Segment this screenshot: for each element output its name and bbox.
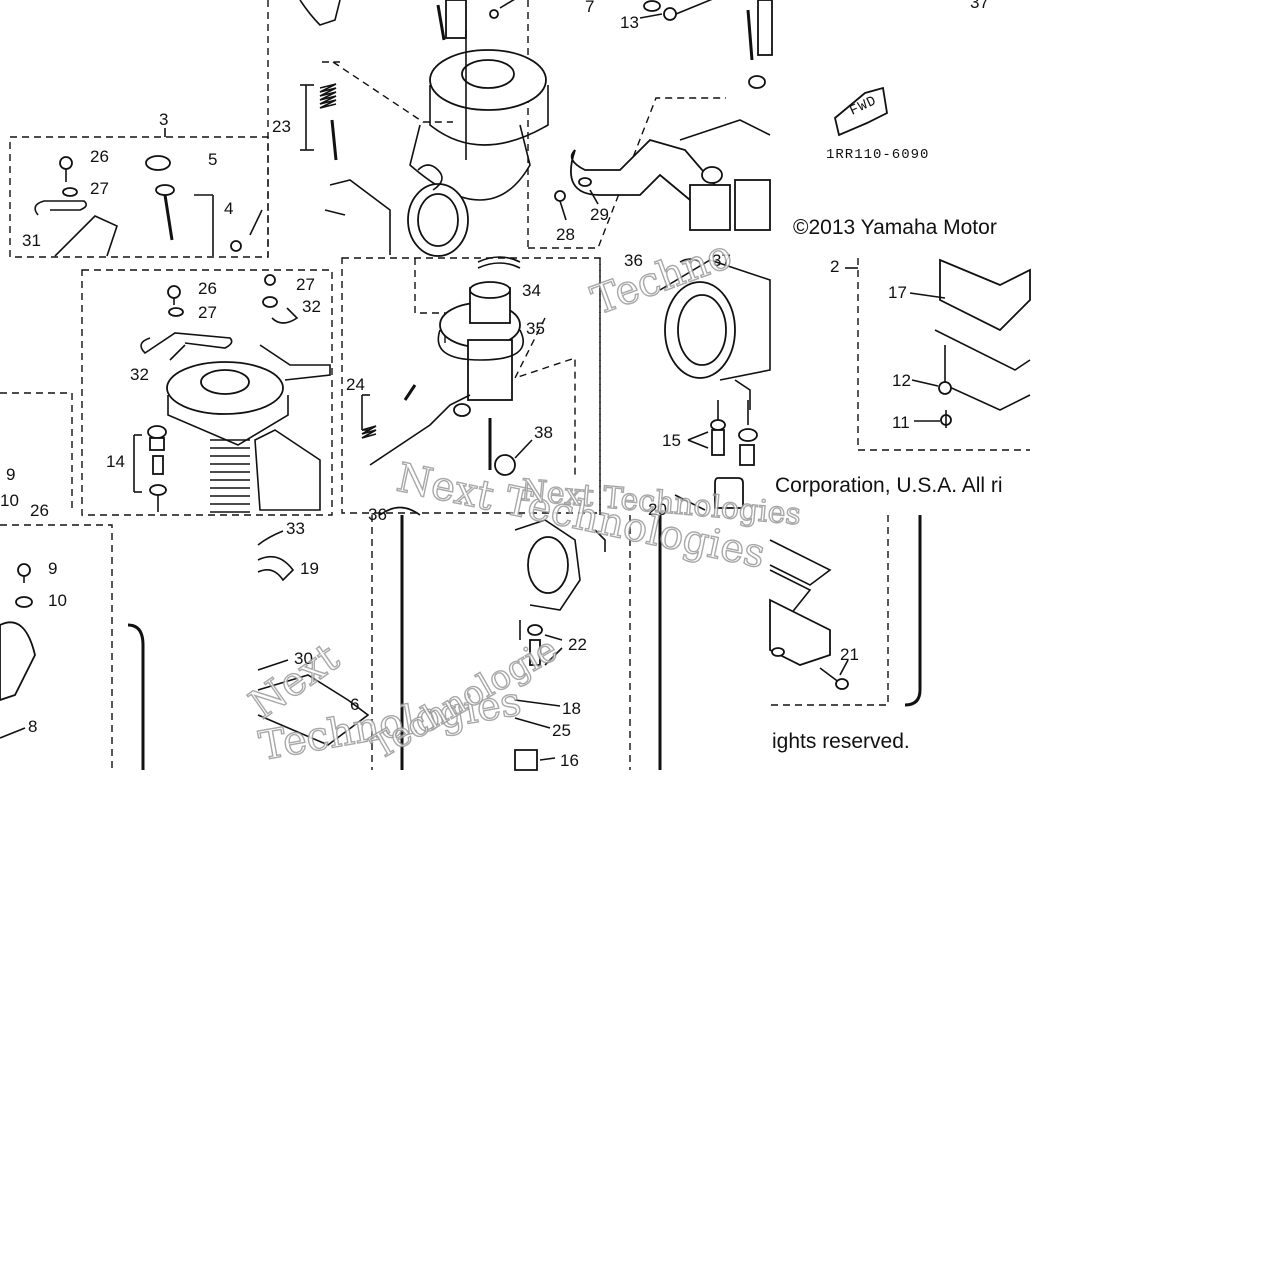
label-33: 33 <box>286 519 305 538</box>
sensor-20 <box>714 477 744 509</box>
label-22: 22 <box>568 635 587 654</box>
label-18: 18 <box>562 699 581 718</box>
bowl-cover-8 <box>0 621 36 701</box>
tile-center <box>341 256 601 516</box>
fwd-arrow-icon <box>833 86 888 137</box>
label-32a: 32 <box>130 365 149 384</box>
label-36b: 36 <box>624 251 643 270</box>
label-31: 31 <box>22 231 41 250</box>
part-labels: 2 3 4 5 6 7 8 9 9 10 10 11 12 13 14 15 1… <box>0 0 989 770</box>
label-27a: 27 <box>90 179 109 198</box>
label-9a: 9 <box>6 465 15 484</box>
washer-29 <box>578 177 592 187</box>
label-26b: 26 <box>198 279 217 298</box>
label-9b: 9 <box>48 559 57 578</box>
label-36a: 36 <box>368 505 387 524</box>
label-10b: 10 <box>48 591 67 610</box>
tile-bottom-middle-left <box>257 515 404 770</box>
drawing-code: 1RR110-6090 <box>826 147 929 163</box>
tile-top-left <box>9 128 269 258</box>
label-5: 5 <box>208 150 217 169</box>
screw-28 <box>554 190 566 202</box>
label-17: 17 <box>888 283 907 302</box>
label-26c: 26 <box>30 501 49 520</box>
label-37a: 37 <box>970 0 989 12</box>
label-12: 12 <box>892 371 911 390</box>
box-3-frame <box>9 136 269 258</box>
label-20: 20 <box>648 500 667 519</box>
tile-top-middle <box>267 0 726 257</box>
nut-13 <box>663 7 677 21</box>
screw-23 <box>330 119 338 161</box>
tile-bottom-right <box>769 515 922 707</box>
label-8: 8 <box>28 717 37 736</box>
spring-23 <box>319 83 337 109</box>
fwd-indicator: FWD 1RR110-6090 <box>826 86 929 163</box>
gasket-19 <box>257 555 295 582</box>
copyright-line-3: ights reserved. <box>772 730 910 753</box>
label-30: 30 <box>294 649 313 668</box>
cap-5 <box>145 155 171 171</box>
tile-middle-left <box>81 269 333 516</box>
label-24: 24 <box>346 375 365 394</box>
label-29: 29 <box>590 205 609 224</box>
label-14: 14 <box>106 452 125 471</box>
label-27c: 27 <box>296 275 315 294</box>
label-21: 21 <box>840 645 859 664</box>
float-bowl-17 <box>939 258 1031 332</box>
tile-middle-right <box>599 258 771 515</box>
clip-32-right <box>271 307 299 324</box>
copyright-line-1: ©2013 Yamaha Motor <box>793 216 997 239</box>
link-rod-36 <box>369 394 471 466</box>
label-10a: 10 <box>0 491 19 510</box>
label-28: 28 <box>556 225 575 244</box>
label-32b: 32 <box>302 297 321 316</box>
bolt-26 <box>59 156 73 170</box>
label-37b: 37 <box>712 251 731 270</box>
tile-bottom-middle <box>514 515 662 771</box>
label-16: 16 <box>560 751 579 770</box>
label-15: 15 <box>662 431 681 450</box>
label-11: 11 <box>892 413 910 432</box>
label-6: 6 <box>350 695 359 714</box>
tile-bottom-left <box>0 524 145 770</box>
tile-top-right-1 <box>554 0 773 231</box>
washer-27 <box>62 187 78 197</box>
spring-24 <box>361 425 377 439</box>
label-25: 25 <box>552 721 571 740</box>
tile-left-edge <box>0 392 73 513</box>
label-19: 19 <box>300 559 319 578</box>
label-26a: 26 <box>90 147 109 166</box>
label-23: 23 <box>272 117 291 136</box>
tile-far-right-middle <box>845 258 1031 451</box>
label-3: 3 <box>159 110 168 129</box>
label-7: 7 <box>585 0 594 16</box>
clip-31 <box>34 200 88 216</box>
spring-main <box>210 439 250 513</box>
copyright-line-2: Corporation, U.S.A. All ri <box>775 474 1003 497</box>
label-27b: 27 <box>198 303 217 322</box>
label-13: 13 <box>620 13 639 32</box>
label-4: 4 <box>224 199 233 218</box>
clip-32-left <box>140 332 233 355</box>
watermark-6: Technologie <box>365 629 565 767</box>
label-38: 38 <box>534 423 553 442</box>
label-35: 35 <box>526 319 545 338</box>
label-2: 2 <box>830 257 839 276</box>
label-34: 34 <box>522 281 541 300</box>
